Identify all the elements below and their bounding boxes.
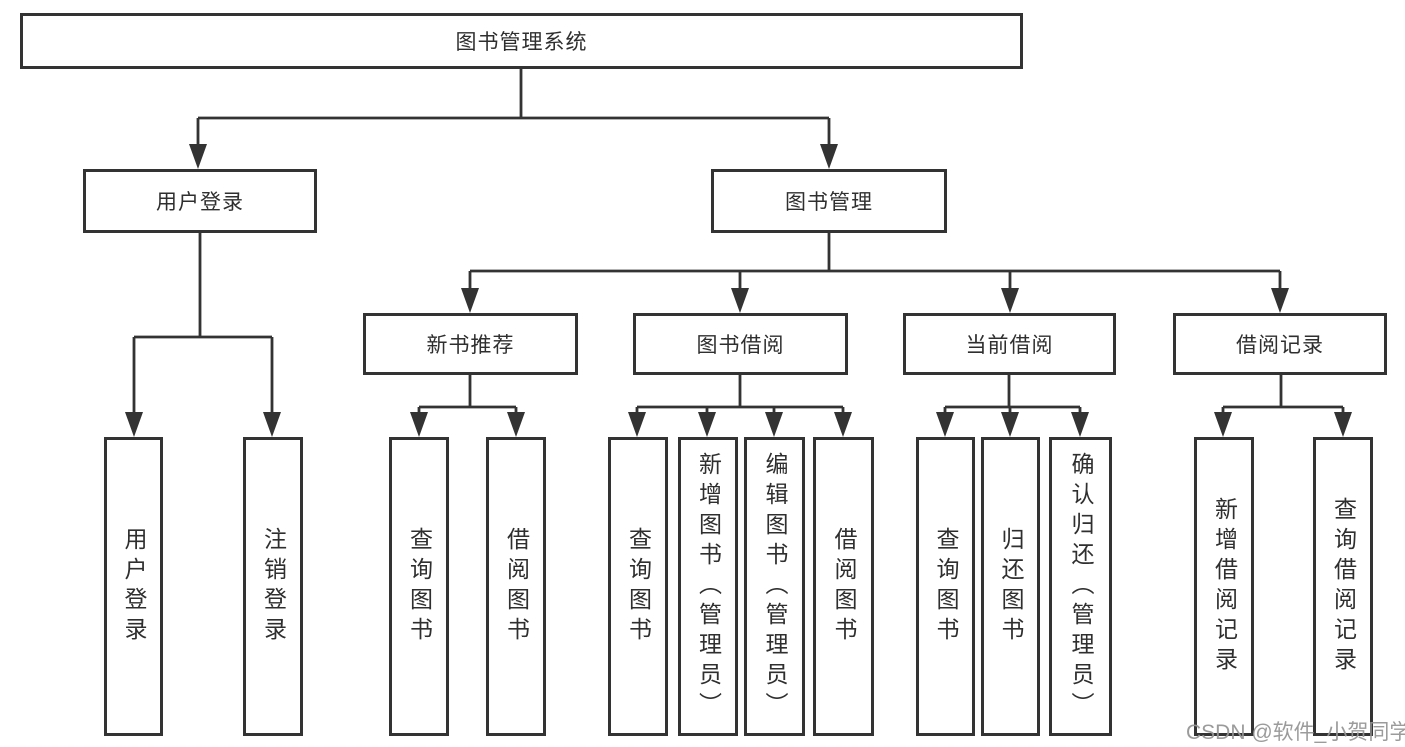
node-book-borrowing: 图书借阅 — [633, 313, 848, 375]
leaf-current-query-books: 查询图书 — [916, 437, 975, 736]
node-root-system: 图书管理系统 — [20, 13, 1023, 69]
arrowheads — [125, 144, 1352, 437]
connector-path — [132, 69, 1345, 416]
node-user-login-branch-label: 用户登录 — [156, 191, 244, 214]
node-new-book-recommend-label: 新书推荐 — [426, 334, 515, 357]
leaf-return-books-label: 归还图书 — [998, 526, 1024, 647]
node-book-management-branch: 图书管理 — [711, 169, 947, 233]
leaf-logout: 注销登录 — [243, 437, 303, 736]
node-new-book-recommend: 新书推荐 — [363, 313, 578, 375]
leaf-recommend-borrow-books-label: 借阅图书 — [503, 526, 530, 647]
leaf-user-login-label: 用户登录 — [121, 526, 147, 647]
node-book-management-branch-label: 图书管理 — [785, 191, 873, 214]
leaf-return-books: 归还图书 — [981, 437, 1040, 736]
leaf-confirm-return-admin-label: 确认归还（管理员） — [1068, 451, 1094, 722]
csdn-watermark: CSDN @软件_小贺同学 — [1186, 721, 1405, 744]
leaf-recommend-query-books-label: 查询图书 — [406, 526, 433, 647]
leaf-borrowing-borrow-books: 借阅图书 — [813, 437, 874, 736]
leaf-add-books-admin: 新增图书（管理员） — [678, 437, 738, 736]
leaf-recommend-query-books: 查询图书 — [389, 437, 449, 736]
leaf-current-query-books-label: 查询图书 — [933, 526, 959, 647]
leaf-borrowing-query-books: 查询图书 — [608, 437, 668, 736]
leaf-edit-books-admin: 编辑图书（管理员） — [744, 437, 805, 736]
leaf-add-borrow-record-label: 新增借阅记录 — [1211, 496, 1238, 677]
node-borrowing-records: 借阅记录 — [1173, 313, 1387, 375]
leaf-recommend-borrow-books: 借阅图书 — [486, 437, 546, 736]
node-root-label: 图书管理系统 — [455, 31, 588, 54]
node-book-borrowing-label: 图书借阅 — [696, 334, 785, 357]
node-borrowing-records-label: 借阅记录 — [1236, 334, 1324, 357]
node-user-login-branch: 用户登录 — [83, 169, 317, 233]
leaf-borrowing-query-books-label: 查询图书 — [625, 526, 652, 647]
leaf-edit-books-admin-label: 编辑图书（管理员） — [762, 451, 788, 722]
leaf-add-borrow-record: 新增借阅记录 — [1194, 437, 1254, 736]
leaf-borrowing-borrow-books-label: 借阅图书 — [831, 526, 857, 647]
node-current-borrowing-label: 当前借阅 — [965, 334, 1054, 357]
node-current-borrowing: 当前借阅 — [903, 313, 1116, 375]
leaf-query-borrow-record-label: 查询借阅记录 — [1330, 496, 1357, 677]
leaf-user-login: 用户登录 — [104, 437, 163, 736]
leaf-logout-label: 注销登录 — [260, 526, 287, 647]
leaf-confirm-return-admin: 确认归还（管理员） — [1049, 437, 1112, 736]
leaf-query-borrow-record: 查询借阅记录 — [1313, 437, 1373, 736]
leaf-add-books-admin-label: 新增图书（管理员） — [695, 451, 722, 722]
